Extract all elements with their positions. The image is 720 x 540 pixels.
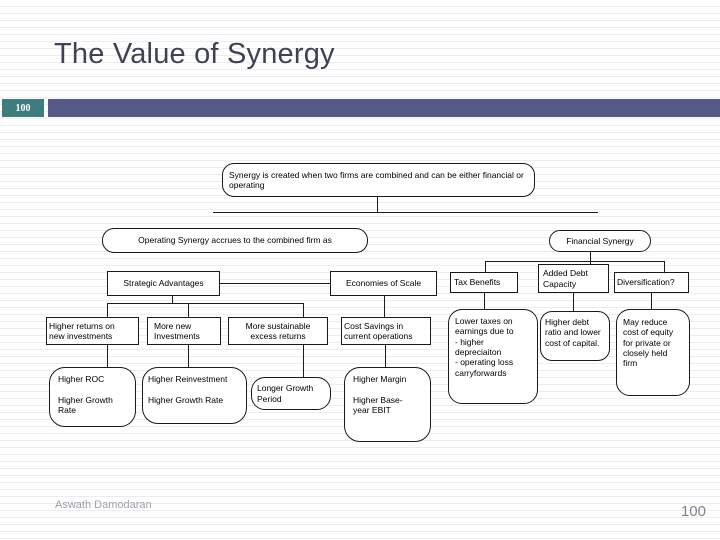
connector-line bbox=[485, 261, 486, 272]
node-higher-debt-ratio: Higher debt ratio and lower cost of capi… bbox=[540, 311, 610, 361]
node-root-synergy: Synergy is created when two firms are co… bbox=[222, 163, 535, 197]
connector-line bbox=[485, 261, 665, 262]
connector-line bbox=[484, 293, 485, 309]
connector-line bbox=[107, 345, 108, 367]
node-economies-of-scale: Economies of Scale bbox=[330, 271, 437, 296]
node-higher-margin: Higher Margin Higher Base- year EBIT bbox=[344, 367, 431, 442]
node-cost-savings: Cost Savings in current operations bbox=[341, 317, 431, 345]
connector-line bbox=[384, 296, 385, 317]
node-diversification: Diversification? bbox=[614, 272, 689, 293]
connector-line bbox=[188, 303, 189, 317]
connector-line bbox=[188, 345, 189, 367]
connector-line bbox=[664, 261, 665, 272]
connector-line bbox=[172, 296, 173, 303]
node-added-debt-capacity: Added Debt Capacity bbox=[538, 264, 609, 293]
node-operating-synergy: Operating Synergy accrues to the combine… bbox=[102, 228, 368, 253]
connector-line bbox=[213, 212, 598, 213]
node-higher-roc: Higher ROC Higher Growth Rate bbox=[49, 367, 136, 427]
node-tax-benefits: Tax Benefits bbox=[450, 272, 518, 293]
node-lower-taxes: Lower taxes on earnings due to - higher … bbox=[448, 309, 538, 404]
node-longer-growth-period: Longer Growth Period bbox=[251, 377, 331, 410]
slide-number-badge: 100 bbox=[2, 99, 44, 117]
footer-page-number: 100 bbox=[680, 503, 706, 520]
connector-line bbox=[590, 261, 591, 264]
connector-line bbox=[651, 293, 652, 309]
connector-line bbox=[573, 293, 574, 311]
node-may-reduce-cost-of-equity: May reduce cost of equity for private or… bbox=[616, 309, 690, 396]
connector-line bbox=[590, 252, 591, 261]
connector-line bbox=[303, 303, 304, 317]
node-more-new-investments: More new Investments bbox=[147, 317, 221, 345]
connector-line bbox=[377, 197, 378, 212]
title-accent-bar bbox=[48, 99, 720, 117]
connector-line bbox=[107, 303, 303, 304]
node-financial-synergy: Financial Synergy bbox=[549, 230, 651, 252]
node-higher-reinvestment: Higher Reinvestment Higher Growth Rate bbox=[142, 367, 247, 424]
footer-author: Aswath Damodaran bbox=[55, 499, 152, 511]
node-more-sustainable-returns: More sustainable excess returns bbox=[228, 317, 328, 345]
page-title: The Value of Synergy bbox=[54, 38, 335, 70]
node-higher-returns: Higher returns on new investments bbox=[46, 317, 139, 345]
connector-line bbox=[220, 283, 330, 284]
connector-line bbox=[303, 345, 304, 377]
connector-line bbox=[385, 345, 386, 367]
connector-line bbox=[107, 303, 108, 317]
node-strategic-advantages: Strategic Advantages bbox=[107, 271, 220, 296]
